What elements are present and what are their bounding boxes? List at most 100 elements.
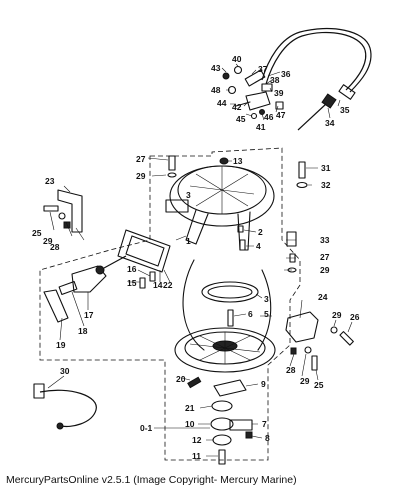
part-47 xyxy=(275,101,284,110)
lever-pivot xyxy=(95,265,105,275)
label-43: 43 xyxy=(211,63,221,73)
label-21: 21 xyxy=(185,403,195,413)
bushing-33 xyxy=(286,231,297,247)
pin-6 xyxy=(227,309,234,327)
label-42: 42 xyxy=(232,102,242,112)
label-25-right: 25 xyxy=(314,380,324,390)
label-13: 13 xyxy=(233,156,243,166)
spring-9 xyxy=(213,379,247,397)
label-47: 47 xyxy=(276,110,286,120)
label-29-mid: 29 xyxy=(320,265,330,275)
label-16: 16 xyxy=(127,264,137,274)
throttle-cable-inner xyxy=(265,31,367,91)
label-35: 35 xyxy=(340,105,350,115)
copyright-caption: MercuryPartsOnline v2.5.1 (Image Copyrig… xyxy=(6,474,297,486)
bolt-26 xyxy=(339,331,354,346)
label-29-top: 29 xyxy=(136,171,146,181)
label-18: 18 xyxy=(78,326,88,336)
label-29-low: 29 xyxy=(300,376,310,386)
screw-11 xyxy=(218,449,226,465)
label-34: 34 xyxy=(325,118,335,128)
label-14: 14 xyxy=(153,280,163,290)
leader-lines xyxy=(47,63,353,457)
rope-guide-inner xyxy=(125,235,165,267)
bracket-42 xyxy=(245,91,271,111)
label-29-left: 29 xyxy=(43,236,53,246)
label-38: 38 xyxy=(270,75,280,85)
label-39: 39 xyxy=(274,88,284,98)
lever-17 xyxy=(71,265,107,293)
housing-leg xyxy=(185,209,209,245)
plate-7 xyxy=(229,419,253,431)
label-33: 33 xyxy=(320,235,330,245)
rope-guide-22 xyxy=(117,229,171,273)
label-48: 48 xyxy=(211,85,221,95)
label-7: 7 xyxy=(262,419,267,429)
cable-end-34 xyxy=(297,103,327,131)
spring-3-inner xyxy=(207,285,253,299)
label-1: 1 xyxy=(186,236,191,246)
link-rod xyxy=(103,255,127,269)
spring-3 xyxy=(201,281,259,303)
label-29-right: 29 xyxy=(332,310,342,320)
retainer-21 xyxy=(211,400,233,412)
washer-29-low xyxy=(304,346,312,354)
label-46: 46 xyxy=(264,112,274,122)
label-8: 8 xyxy=(265,433,270,443)
handle-18 xyxy=(58,280,78,296)
label-41: 41 xyxy=(256,122,266,132)
label-32: 32 xyxy=(321,180,331,190)
label-20: 20 xyxy=(176,374,186,384)
label-4: 4 xyxy=(256,241,261,251)
bushing-12 xyxy=(212,434,232,446)
label-27-mid: 27 xyxy=(320,252,330,262)
bracket-23 xyxy=(57,189,83,233)
label-28-right: 28 xyxy=(286,365,296,375)
label-28-left: 28 xyxy=(50,242,60,252)
label-23: 23 xyxy=(45,176,55,186)
label-17: 17 xyxy=(84,310,94,320)
cable-30-terminal xyxy=(56,422,64,430)
washer-10 xyxy=(210,417,234,431)
label-36: 36 xyxy=(281,69,291,79)
label-30: 30 xyxy=(60,366,70,376)
nut-13 xyxy=(219,157,229,165)
label-22: 22 xyxy=(163,280,173,290)
label-25-left: 25 xyxy=(32,228,42,238)
label-40: 40 xyxy=(232,54,242,64)
pin-16 xyxy=(149,271,156,282)
label-27-top: 27 xyxy=(136,154,146,164)
bracket-24 xyxy=(285,311,319,343)
washer-32 xyxy=(296,181,308,189)
pulley-spokes xyxy=(189,332,261,364)
nut-28-right xyxy=(290,347,297,355)
label-2: 2 xyxy=(258,227,263,237)
washer-29-right xyxy=(330,326,338,334)
assembly-boundary xyxy=(39,147,301,461)
rope-19 xyxy=(43,289,69,323)
label-0-1: 0-1 xyxy=(140,423,153,433)
handle-bracket xyxy=(165,199,189,213)
recoil-loop-5 xyxy=(182,259,272,351)
pawl-20 xyxy=(187,376,202,389)
clip-39 xyxy=(261,83,273,92)
pin-2 xyxy=(237,225,244,233)
label-15: 15 xyxy=(127,278,137,288)
washer-29-top xyxy=(167,172,177,178)
label-12: 12 xyxy=(192,435,202,445)
clip-8 xyxy=(245,431,253,439)
label-3-spring: 3 xyxy=(264,294,269,304)
pulley xyxy=(174,327,276,373)
label-11: 11 xyxy=(192,451,201,461)
pin-4 xyxy=(239,239,246,251)
label-24: 24 xyxy=(318,292,328,302)
label-6: 6 xyxy=(248,309,253,319)
cable-30 xyxy=(39,389,97,428)
link-38 xyxy=(244,69,266,87)
label-45: 45 xyxy=(236,114,246,124)
label-44: 44 xyxy=(217,98,227,108)
label-31: 31 xyxy=(321,163,331,173)
label-10: 10 xyxy=(185,419,195,429)
